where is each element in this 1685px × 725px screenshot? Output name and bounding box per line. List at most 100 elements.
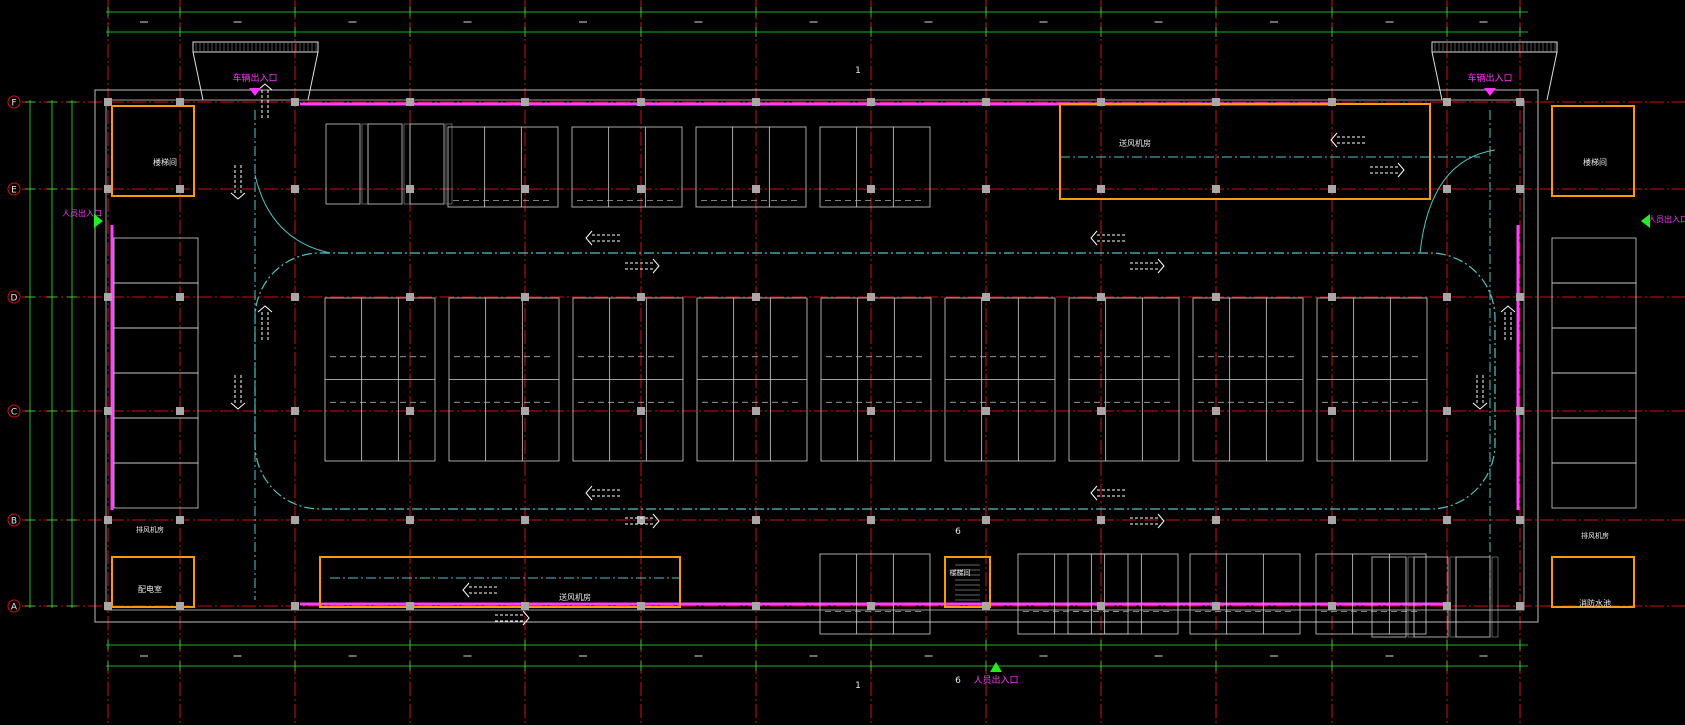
column [291, 516, 299, 524]
driving-lane [254, 110, 1496, 600]
inner-wall [105, 99, 1525, 611]
section-mark-stair-top: 6 [955, 527, 961, 537]
room-label-water-tank: 消防水池 [1579, 598, 1611, 608]
ramp-edge [192, 51, 204, 101]
parking-stall-side [1551, 417, 1637, 464]
parking-stall-side [113, 282, 199, 329]
lane-curve [254, 174, 331, 254]
column [752, 98, 760, 106]
room-label-exhaust-2: 排风机房 [1581, 531, 1609, 540]
axis-label-b: B [11, 517, 17, 527]
column [104, 407, 112, 415]
column [176, 293, 184, 301]
equipment-unit [1413, 556, 1449, 638]
column [637, 602, 645, 610]
equipment-unit [367, 123, 403, 205]
annotations: 车辆出入口 车辆出入口 人员出入口 人员出入口 人员出入口 1 1 6 6 楼梯… [62, 66, 1685, 691]
column [982, 516, 990, 524]
parking-block [1189, 553, 1301, 635]
entrance-marker [249, 88, 261, 96]
column [1097, 602, 1105, 610]
parking-block [447, 126, 559, 208]
column [104, 98, 112, 106]
column [406, 407, 414, 415]
column [104, 293, 112, 301]
arrow-head [257, 305, 273, 313]
parking-stall-side [1551, 327, 1637, 374]
parking-stall-side [113, 462, 199, 509]
equipment-hatch [1407, 556, 1415, 638]
parking-block [695, 126, 807, 208]
column [1097, 516, 1105, 524]
parking-stall-side [1551, 237, 1637, 284]
column [1097, 98, 1105, 106]
equipment-hatch [445, 123, 453, 205]
column [1212, 293, 1220, 301]
column [1516, 407, 1524, 415]
entrance-marker [1641, 214, 1650, 228]
column [982, 185, 990, 193]
column [104, 516, 112, 524]
column [637, 98, 645, 106]
service-rooms [111, 103, 1635, 638]
arrow-head [462, 582, 470, 598]
column [1516, 516, 1524, 524]
column [521, 516, 529, 524]
equipment-unit [325, 123, 361, 205]
column [291, 293, 299, 301]
room-label-supply-2: 送风机房 [1119, 138, 1151, 148]
column [104, 185, 112, 193]
column [752, 185, 760, 193]
arrow-head [1397, 162, 1405, 178]
column [1212, 602, 1220, 610]
ramp-edge [1431, 51, 1443, 101]
parking-block [571, 126, 683, 208]
arrow-head [1090, 485, 1098, 501]
vehicle-entrance-label-right: 车辆出入口 [1467, 72, 1512, 84]
room-label-supply-1: 送风机房 [559, 592, 591, 602]
arrow-head [1472, 402, 1488, 410]
column [1212, 185, 1220, 193]
column [1328, 185, 1336, 193]
column [1443, 516, 1451, 524]
outer-wall [94, 89, 1539, 623]
dimension-lines [25, 7, 1528, 671]
parking-block [819, 126, 931, 208]
column [291, 407, 299, 415]
column [1516, 602, 1524, 610]
stair-room [944, 556, 991, 608]
column [982, 98, 990, 106]
service-room [111, 556, 195, 608]
column [406, 602, 414, 610]
arrow-head [652, 513, 660, 529]
parking-stall-side [113, 237, 199, 284]
arrow-head [1330, 132, 1338, 148]
column [1212, 98, 1220, 106]
equipment-hatch [1491, 556, 1499, 638]
equipment-unit [1371, 556, 1407, 638]
column [176, 98, 184, 106]
axis-bubble [7, 182, 21, 196]
section-mark-bottom: 1 [855, 681, 861, 691]
column [1443, 293, 1451, 301]
axis-bubble [7, 404, 21, 418]
parking-block [819, 553, 931, 635]
arrow-head [585, 485, 593, 501]
equipment-unit [409, 123, 445, 205]
column [176, 516, 184, 524]
parking-blocks [113, 126, 1637, 635]
column [1516, 293, 1524, 301]
column [521, 98, 529, 106]
column [104, 602, 112, 610]
service-room [1551, 556, 1635, 608]
column [982, 602, 990, 610]
entrance-marker [1484, 88, 1496, 96]
room-label-stair-left: 楼梯间 [153, 157, 177, 167]
axis-bubble [7, 599, 21, 613]
column [867, 98, 875, 106]
stair-label-center: 楼梯间 [950, 568, 971, 577]
pedestrian-entrance-label-left: 人员出入口 [62, 208, 102, 218]
column [1328, 98, 1336, 106]
